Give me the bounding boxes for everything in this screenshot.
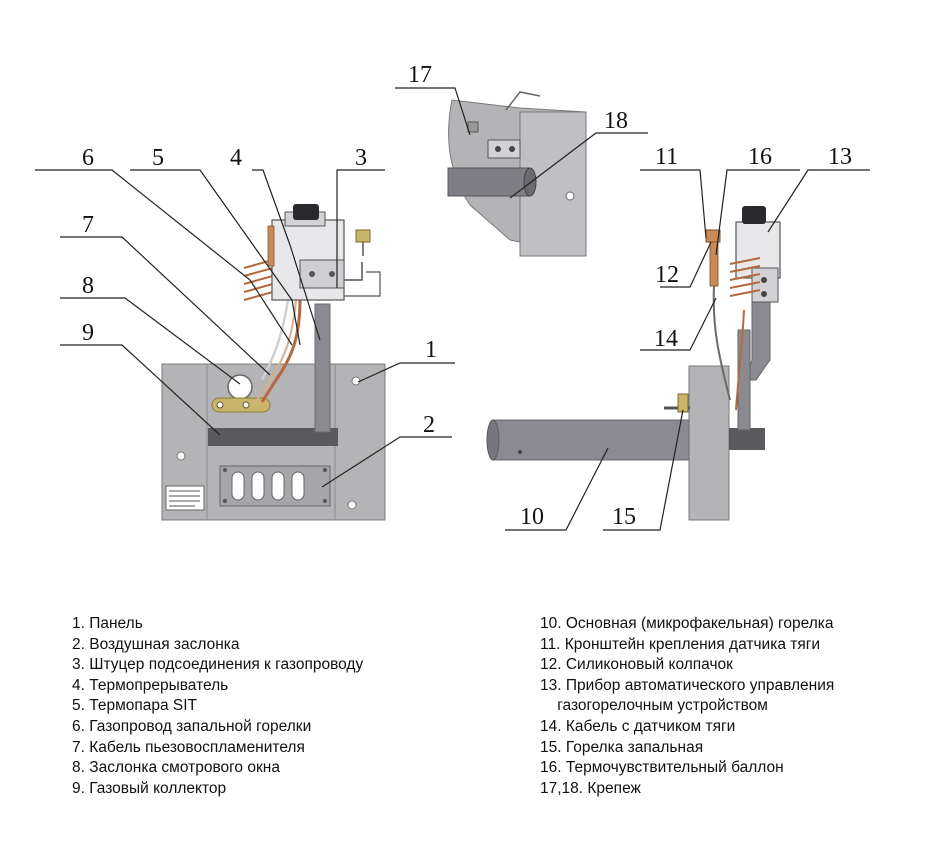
callout-17: 17: [408, 62, 432, 88]
legend-item: 11. Кронштейн крепления датчика тяги: [540, 635, 821, 653]
callout-6: 6: [82, 145, 94, 171]
legend-right: 10. Основная (микрофакельная) горелка 11…: [540, 614, 834, 799]
legend-item: 1. Панель: [72, 615, 143, 632]
right-panel: [688, 365, 730, 521]
callout-1: 1: [425, 337, 437, 363]
legend-item: 3. Штуцер подсоединения к газопроводу: [72, 656, 364, 674]
legend-item: 2. Воздушная заслонка: [72, 635, 240, 653]
legend-item: 8. Заслонка смотрового окна: [72, 759, 280, 777]
right-assembly: [486, 206, 781, 521]
legend-item: 13. Прибор автоматического управления: [540, 676, 835, 694]
control-device-knob: [742, 206, 766, 224]
gas-collector: [208, 428, 338, 446]
callout-7: 7: [82, 212, 94, 238]
callout-8: 8: [82, 273, 94, 299]
legend-item: 12. Силиконовый колпачок: [540, 656, 733, 674]
main-burner: [492, 419, 690, 461]
callout-15: 15: [612, 504, 636, 530]
legend-item: 17,18. Крепеж: [540, 779, 641, 797]
callout-4: 4: [230, 145, 242, 171]
legend-item: 10. Основная (микрофакельная) горелка: [540, 615, 834, 632]
callout-9: 9: [82, 320, 94, 346]
legend-item: 5. Термопара SIT: [72, 697, 198, 715]
legend-left: 1. Панель 2. Воздушная заслонка 3. Штуце…: [72, 614, 363, 799]
sight-window-damper: [227, 374, 253, 400]
callout-16: 16: [748, 144, 772, 170]
callout-3: 3: [355, 145, 367, 171]
control-knob: [293, 204, 319, 220]
legend-item: 4. Термопрерыватель: [72, 676, 229, 694]
left-assembly: [161, 204, 386, 521]
legend-item: 9. Газовый коллектор: [72, 779, 227, 797]
gas-pipe-vertical: [314, 303, 331, 433]
callout-10: 10: [520, 504, 544, 530]
leader-lines: [35, 87, 870, 531]
legend-item: 15. Горелка запальная: [540, 738, 704, 756]
legend-item: 16. Термочувствительный баллон: [540, 759, 784, 777]
inset-detail: [447, 91, 587, 257]
callout-2: 2: [423, 412, 435, 438]
legend-item: газогорелочным устройством: [540, 697, 768, 715]
callout-5: 5: [152, 145, 164, 171]
callout-14: 14: [654, 326, 678, 352]
legend-item: 14. Кабель с датчиком тяги: [540, 717, 736, 735]
callout-18: 18: [604, 108, 628, 134]
callout-12: 12: [655, 262, 679, 288]
legend-item: 7. Кабель пьезовоспламенителя: [72, 738, 305, 756]
callout-numbers: 1 2 3 4 5 6 7 8 9 10 11 12 13 14 15 16 1…: [82, 62, 852, 530]
callout-13: 13: [828, 144, 852, 170]
callout-11: 11: [655, 144, 678, 170]
legend-item: 6. Газопровод запальной горелки: [72, 717, 312, 735]
